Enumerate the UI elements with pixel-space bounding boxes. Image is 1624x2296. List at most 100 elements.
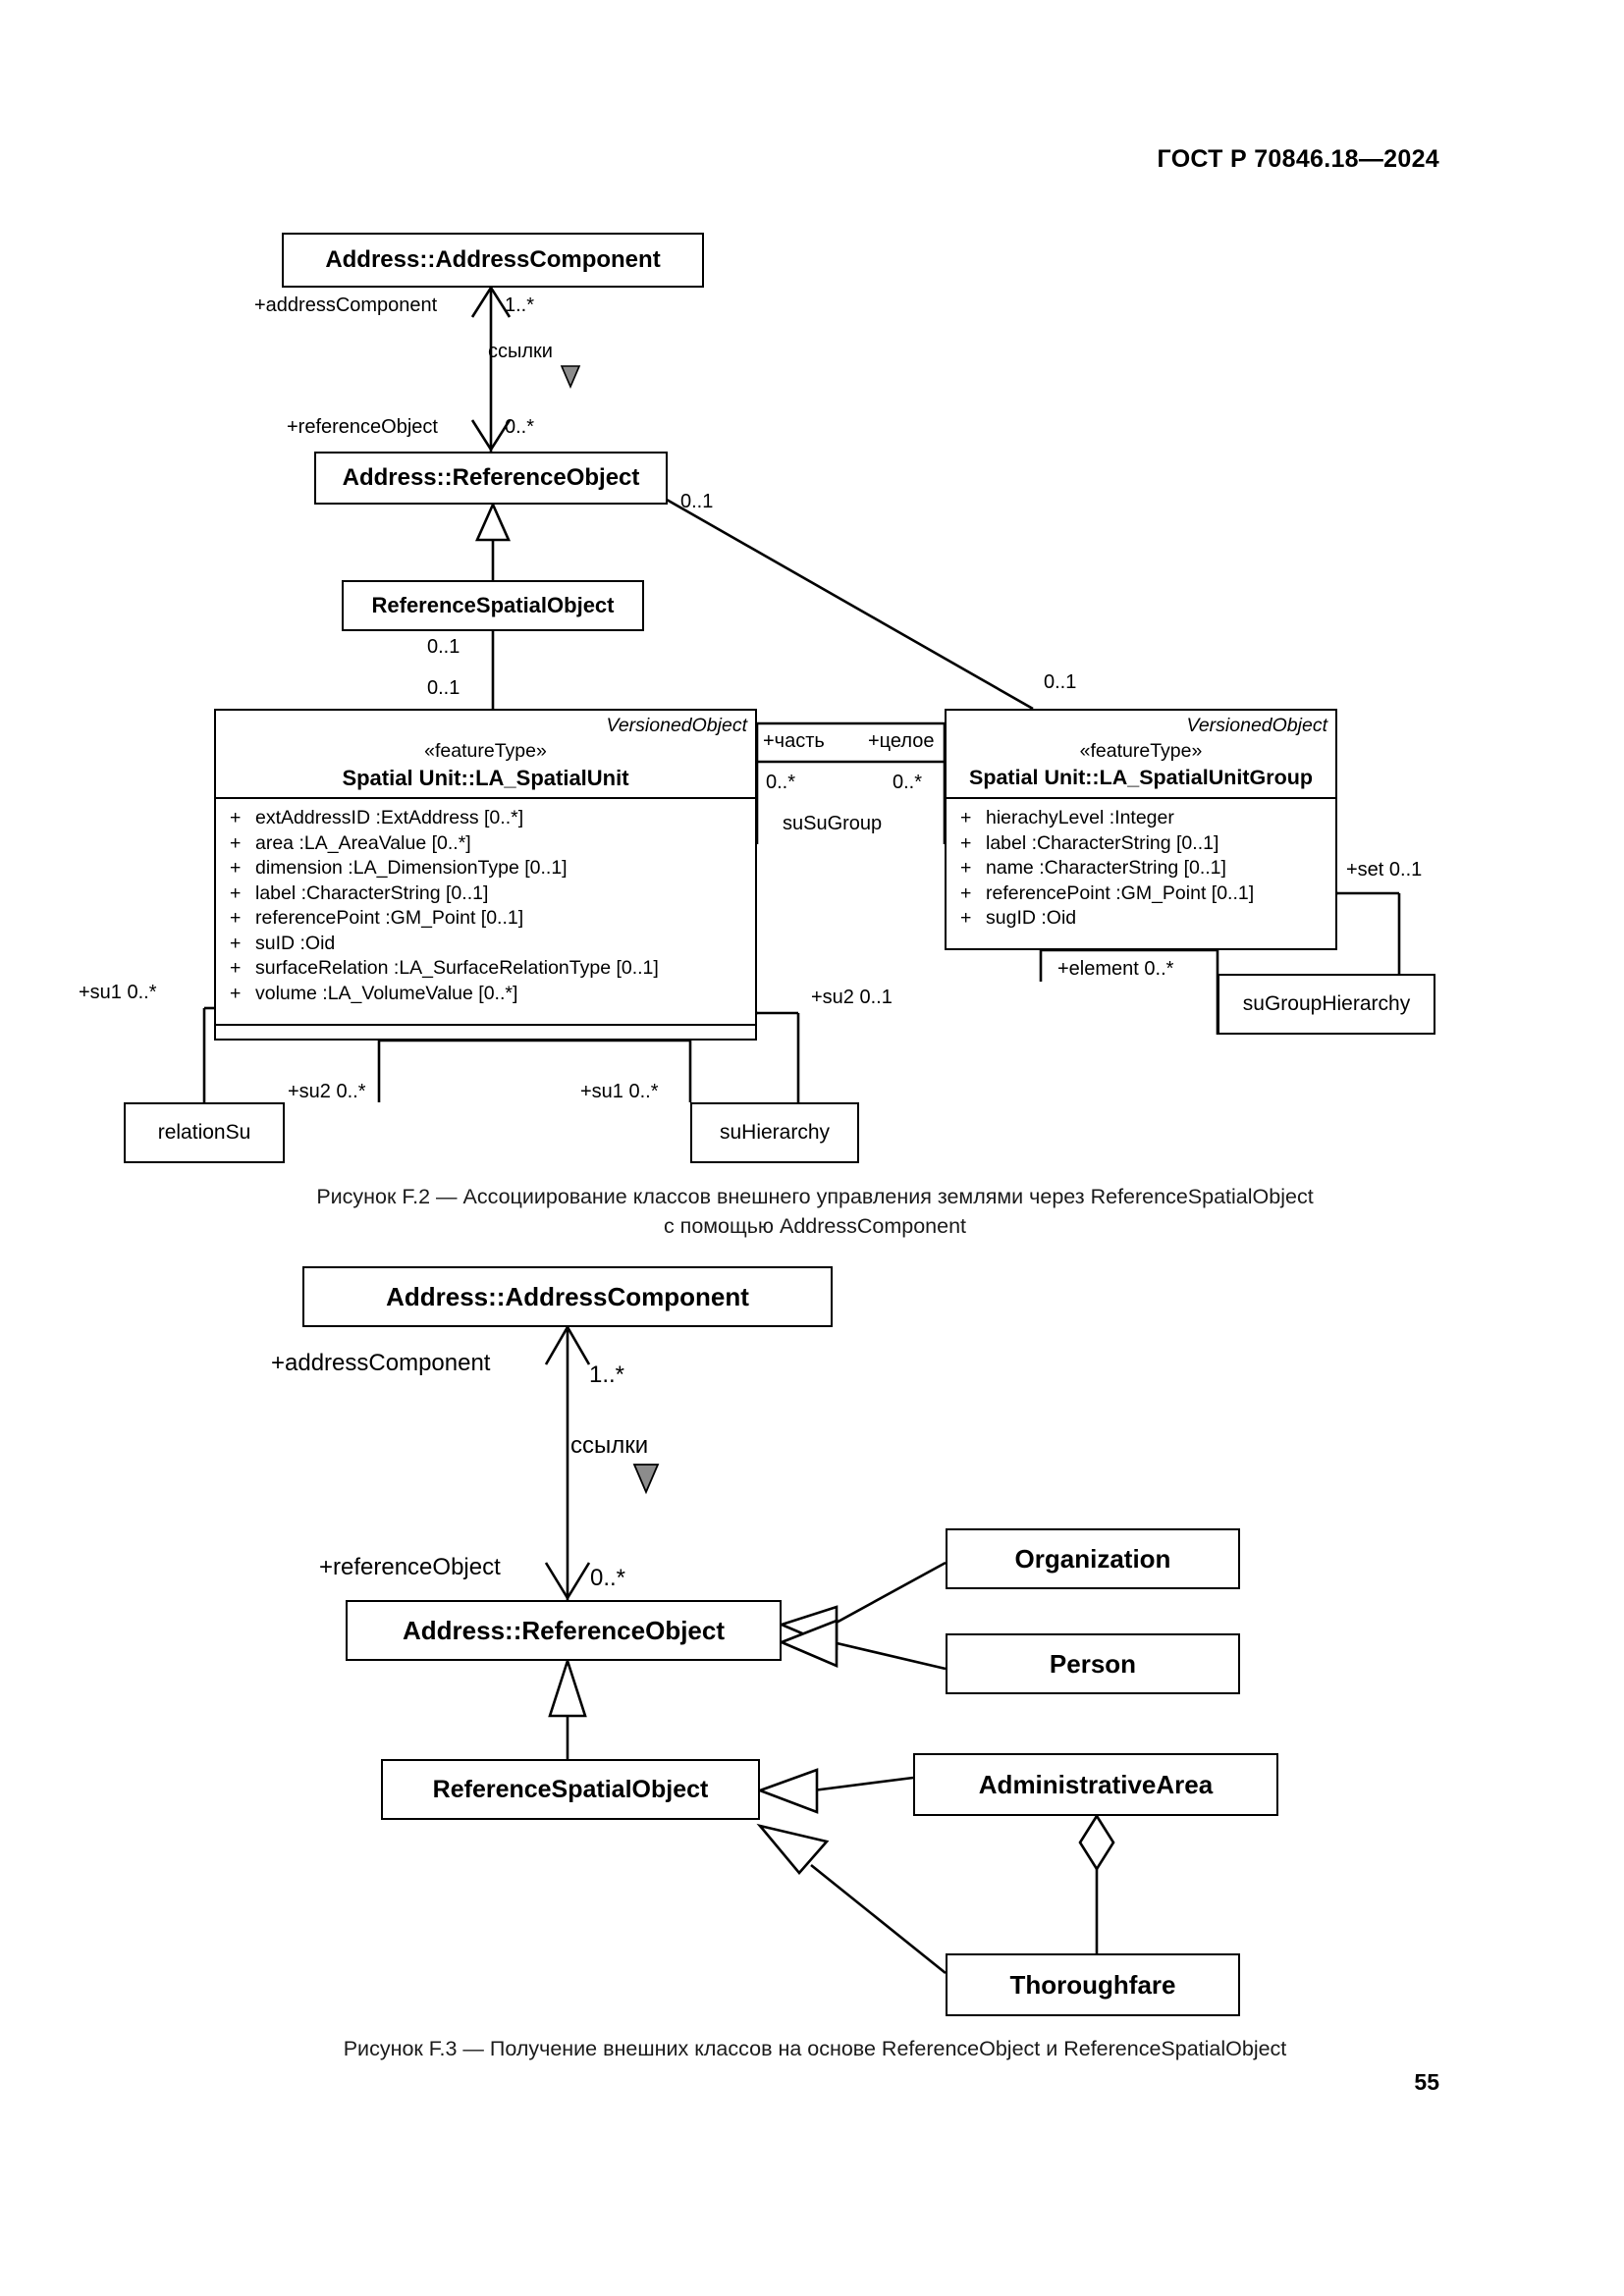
class-title: Spatial Unit::LA_SpatialUnitGroup — [969, 766, 1313, 789]
attribute-text: suID :Oid — [255, 932, 336, 954]
label-reference-object-role-f3: +referenceObject — [319, 1554, 501, 1580]
class-title: Address::ReferenceObject — [403, 1616, 725, 1645]
assoc-name: suGroupHierarchy — [1242, 992, 1411, 1015]
class-box-reference-spatial-object-f3: ReferenceSpatialObject — [381, 1759, 760, 1820]
class-box-administrative-area: AdministrativeArea — [913, 1753, 1278, 1816]
direction-triangle-icon-f3 — [632, 1464, 660, 1495]
attribute-text: surfaceRelation :LA_SurfaceRelationType … — [255, 957, 659, 979]
assoc-label-box-su-hierarchy: suHierarchy — [690, 1102, 859, 1163]
attribute-text: area :LA_AreaValue [0..*] — [255, 831, 471, 854]
class-box-address-component-f2: Address::AddressComponent — [282, 233, 704, 288]
label-set-role: +set 0..1 — [1346, 859, 1423, 881]
assoc-label-box-su-group-hierarchy: suGroupHierarchy — [1218, 974, 1435, 1035]
attributes-compartment: + hierachyLevel :Integer +label :Characte… — [947, 797, 1335, 967]
attribute-text: hierachyLevel :Integer — [986, 807, 1174, 828]
class-title: Spatial Unit::LA_SpatialUnit — [342, 766, 629, 790]
attribute-text: referencePoint :GM_Point [0..1] — [986, 881, 1255, 904]
caption-line-2: с помощью AddressComponent — [663, 1214, 967, 1238]
class-box-reference-object-f3: Address::ReferenceObject — [346, 1600, 782, 1661]
attribute-text: volume :LA_VolumeValue [0..*] — [255, 982, 518, 1004]
figure-f2-caption: Рисунок F.2 — Ассоциирование классов вне… — [137, 1182, 1492, 1241]
attributes-compartment: + extAddressID :ExtAddress [0..*] + area :… — [216, 797, 755, 1024]
label-reference-object-mult-f2: 0..* — [505, 416, 535, 438]
class-box-person: Person — [946, 1633, 1240, 1694]
label-rso-mult-bottom: 0..1 — [427, 677, 460, 699]
attribute-row: +sugID :Oid — [947, 906, 1335, 932]
attribute-row: + referencePoint :GM_Point [0..1] — [947, 881, 1335, 907]
caption-line-1: Рисунок F.3 — Получение внешних классов … — [343, 2037, 1287, 2060]
label-su2-bottom: +su2 0..* — [288, 1081, 366, 1102]
visibility: + — [230, 807, 242, 828]
attribute-row: + area :LA_AreaValue [0..*] — [216, 831, 755, 857]
class-title: Address::AddressComponent — [325, 246, 661, 273]
versioned-object-label: VersionedObject — [1186, 715, 1327, 736]
class-box-address-component-f3: Address::AddressComponent — [302, 1266, 833, 1327]
attribute-row: + extAddressID :ExtAddress [0..*] — [216, 806, 755, 831]
class-title: Person — [1049, 1649, 1137, 1679]
attribute-text: label :CharacterString [0..1] — [255, 881, 489, 904]
label-link-ssylki-f3: ссылки — [570, 1432, 649, 1459]
class-box-reference-object-f2: Address::ReferenceObject — [314, 452, 668, 505]
visibility: + — [230, 857, 242, 879]
label-reference-object-mult-f3: 0..* — [590, 1565, 626, 1591]
attribute-row: + dimension :LA_DimensionType [0..1] — [216, 856, 755, 881]
attribute-row: + label :CharacterString [0..1] — [216, 881, 755, 907]
class-box-la-spatial-unit-group: VersionedObject «featureType» Spatial Un… — [945, 709, 1337, 950]
attribute-row: +referencePoint :GM_Point [0..1] — [216, 906, 755, 932]
label-su2-right: +su2 0..1 — [811, 987, 893, 1008]
class-box-organization: Organization — [946, 1528, 1240, 1589]
label-address-component-mult-f2: 1..* — [505, 294, 535, 316]
label-ro-sug-mult-far: 0..1 — [1044, 671, 1077, 693]
label-element-role: +element 0..* — [1057, 958, 1174, 980]
assoc-name: suHierarchy — [719, 1121, 831, 1144]
visibility: + — [960, 831, 972, 854]
class-title: AdministrativeArea — [978, 1770, 1214, 1799]
attribute-row: + surfaceRelation :LA_SurfaceRelationType… — [216, 956, 755, 982]
direction-triangle-icon-f2 — [560, 365, 581, 390]
attribute-row: +label :CharacterString [0..1] — [947, 831, 1335, 857]
attribute-row: + volume :LA_VolumeValue [0..*] — [216, 982, 755, 1007]
caption-line-1: Рисунок F.2 — Ассоциирование классов вне… — [316, 1185, 1314, 1208]
label-address-component-role-f2: +addressComponent — [254, 294, 438, 316]
class-title: ReferenceSpatialObject — [432, 1776, 709, 1803]
attribute-row: +name :CharacterString [0..1] — [947, 856, 1335, 881]
class-box-reference-spatial-object-f2: ReferenceSpatialObject — [342, 580, 644, 631]
attribute-row: + suID :Oid — [216, 932, 755, 957]
attribute-text: dimension :LA_DimensionType [0..1] — [255, 857, 568, 879]
visibility: + — [230, 831, 242, 854]
class-title: Organization — [1014, 1544, 1171, 1574]
visibility: + — [960, 907, 972, 929]
figure-f3-caption: Рисунок F.3 — Получение внешних классов … — [137, 2034, 1492, 2063]
label-reference-object-role-f2: +referenceObject — [287, 416, 438, 438]
class-title: Address::ReferenceObject — [342, 464, 640, 491]
label-su-su-group-name: suSuGroup — [783, 813, 883, 834]
visibility: + — [230, 932, 242, 954]
label-part-mult: 0..* — [766, 772, 796, 793]
page-number: 55 — [1414, 2069, 1439, 2095]
label-part-role: +часть — [763, 730, 825, 752]
class-box-la-spatial-unit: VersionedObject «featureType» Spatial Un… — [214, 709, 757, 1041]
class-title: Thoroughfare — [1009, 1970, 1176, 2000]
assoc-label-box-relation-su: relationSu — [124, 1102, 285, 1163]
label-link-ssylki-f2: ссылки — [488, 341, 553, 362]
class-box-thoroughfare: Thoroughfare — [946, 1953, 1240, 2016]
label-ro-sug-mult-near: 0..1 — [680, 491, 714, 512]
label-su1-left: +su1 0..* — [79, 982, 157, 1003]
visibility: + — [960, 807, 972, 828]
class-title: Address::AddressComponent — [386, 1282, 749, 1311]
versioned-object-label: VersionedObject — [606, 715, 747, 736]
stereotype-label: «featureType» — [1079, 740, 1203, 762]
visibility: + — [230, 982, 242, 1004]
label-whole-role: +целое — [868, 730, 935, 752]
class-title: ReferenceSpatialObject — [371, 593, 615, 617]
attribute-text: extAddressID :ExtAddress [0..*] — [255, 807, 524, 828]
visibility: + — [960, 881, 972, 904]
visibility: + — [230, 881, 242, 904]
attribute-row: + hierachyLevel :Integer — [947, 806, 1335, 831]
visibility: + — [960, 857, 972, 879]
attribute-text: referencePoint :GM_Point [0..1] — [255, 907, 524, 929]
stereotype-label: «featureType» — [424, 740, 547, 762]
visibility: + — [230, 957, 242, 979]
operations-compartment — [216, 1024, 755, 1057]
